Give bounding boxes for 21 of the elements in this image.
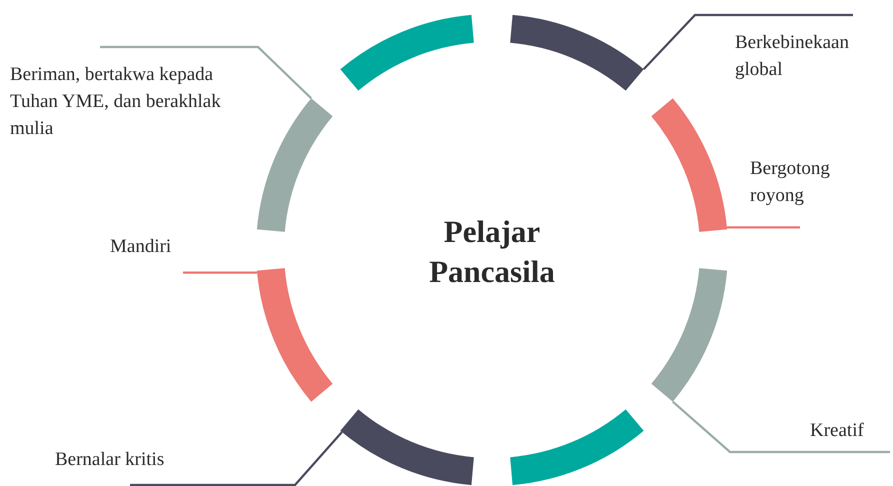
trait-label: Beriman, bertakwa kepada Tuhan YME, dan berakhlak mulia: [10, 62, 230, 143]
leader-line: [183, 272, 258, 274]
trait-label: Bergotong royong: [750, 156, 870, 210]
center-title: Pelajar Pancasila: [392, 212, 592, 293]
ring-segment: [509, 408, 644, 485]
ring-segment: [257, 98, 334, 233]
leader-line: [672, 400, 890, 454]
leader-line: [100, 46, 312, 100]
trait-label: Bernalar kritis: [55, 447, 215, 474]
trait-label: Kreatif: [810, 418, 890, 445]
leader-line: [130, 431, 343, 486]
leader-line: [726, 226, 800, 228]
ring-segment: [509, 15, 644, 92]
ring-segment: [340, 15, 475, 92]
trait-label: Mandiri: [110, 234, 190, 261]
ring-segment: [650, 98, 727, 233]
ring-segment: [340, 408, 475, 485]
trait-label: Berkebinekaan global: [735, 30, 855, 84]
ring-segment: [257, 267, 334, 402]
leader-line: [642, 14, 853, 70]
ring-segment: [650, 267, 727, 402]
